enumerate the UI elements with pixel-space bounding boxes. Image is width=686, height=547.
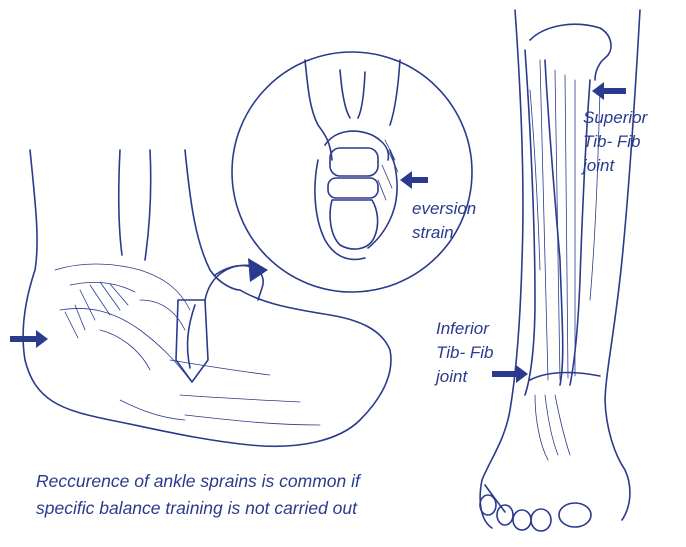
caption-line1: Reccurence of ankle sprains is common if bbox=[36, 468, 360, 495]
eversion-label-line1: eversion bbox=[412, 197, 476, 221]
inferior-label-line1: Inferior bbox=[436, 317, 493, 341]
inset-circle bbox=[232, 52, 472, 292]
eversion-strain-label: eversion strain bbox=[412, 197, 476, 245]
left-ankle-arrow bbox=[10, 330, 48, 348]
inferior-label-line3: joint bbox=[436, 365, 493, 389]
inferior-label-line2: Tib- Fib bbox=[436, 341, 493, 365]
leg-drawing bbox=[480, 10, 640, 531]
left-ankle-foot-drawing bbox=[10, 150, 391, 446]
eversion-label-line2: strain bbox=[412, 221, 476, 245]
caption: Reccurence of ankle sprains is common if… bbox=[36, 468, 360, 522]
superior-label-line1: Superior bbox=[583, 106, 647, 130]
superior-tib-fib-label: Superior Tib- Fib joint bbox=[583, 106, 647, 178]
inferior-tib-fib-label: Inferior Tib- Fib joint bbox=[436, 317, 493, 389]
superior-arrow bbox=[592, 82, 626, 100]
superior-label-line3: joint bbox=[583, 154, 647, 178]
eversion-arrow bbox=[400, 171, 428, 189]
superior-label-line2: Tib- Fib bbox=[583, 130, 647, 154]
inferior-arrow bbox=[492, 365, 528, 383]
caption-line2: specific balance training is not carried… bbox=[36, 495, 360, 522]
